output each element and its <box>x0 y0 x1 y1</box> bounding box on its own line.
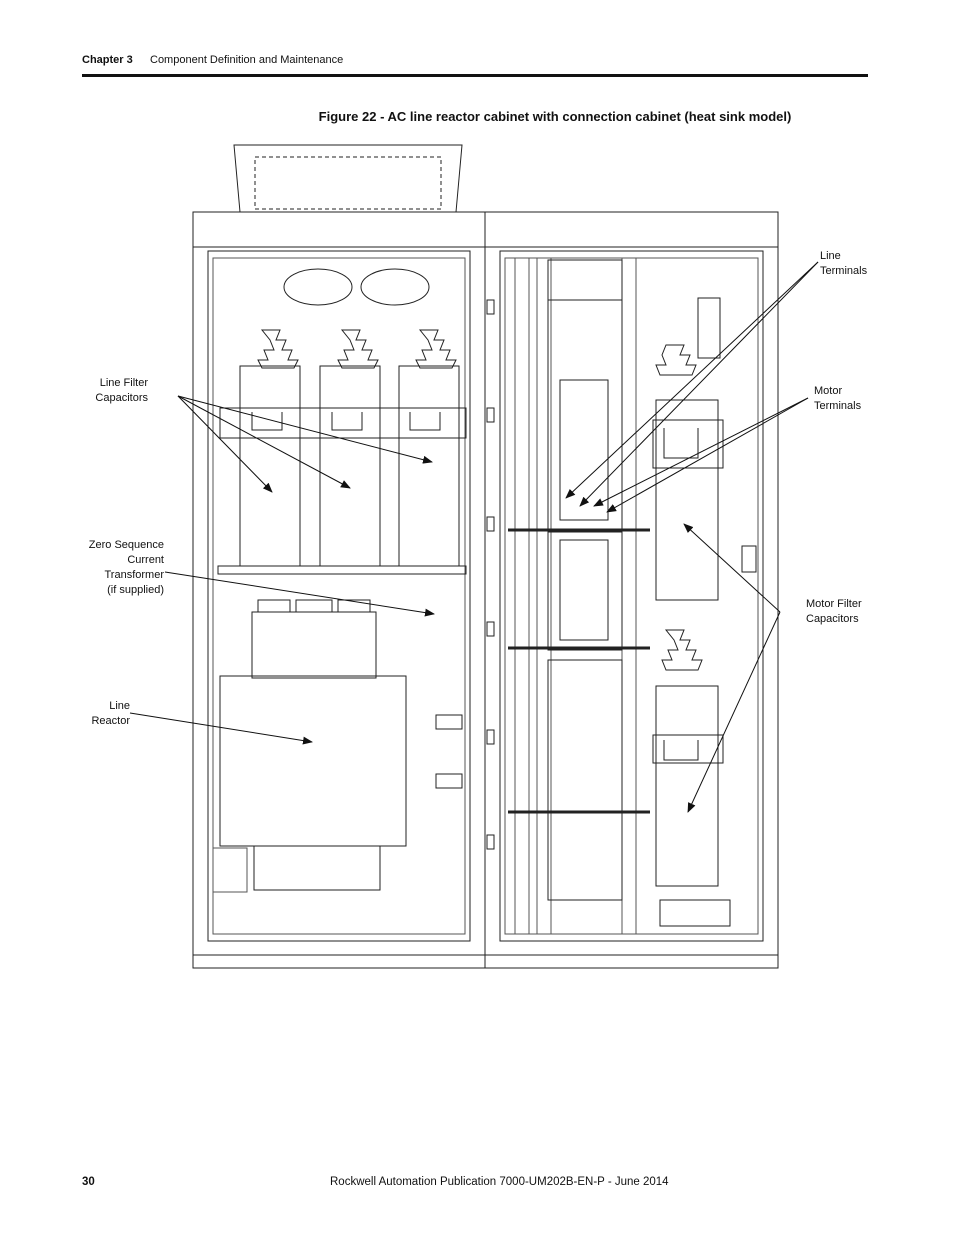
callout-motor-terminals: Motor Terminals <box>814 385 862 412</box>
right-cabinet <box>499 250 764 942</box>
callout-motor-filter-capacitors: Motor Filter Capacitors <box>806 598 862 625</box>
motor-capacitor-2 <box>655 685 719 887</box>
callout-line-filter-capacitors: Line Filter Capacitors <box>95 377 148 404</box>
leader-line-motor-terminals-2 <box>606 397 809 513</box>
leader-line-zero-seq <box>164 571 435 617</box>
zero-sequence-ct <box>251 611 377 679</box>
line-capacitor-3 <box>398 365 460 567</box>
leader-line-terminals-2 <box>579 261 819 507</box>
leader-line-filter-1 <box>177 395 273 493</box>
leader-line-motor-filter-2 <box>687 611 781 813</box>
leader-line-reactor <box>129 712 313 745</box>
line-capacitor-2 <box>319 365 381 567</box>
callout-line-terminals: Line Terminals <box>820 250 868 277</box>
callout-zero-sequence-ct: Zero Sequence Current Transformer (if su… <box>88 539 164 596</box>
page-header: Chapter 3 Component Definition and Maint… <box>82 54 343 66</box>
leader-line-motor-filter-1 <box>683 523 781 613</box>
leader-line-terminals-1 <box>565 261 819 499</box>
motor-capacitor-1 <box>655 399 719 601</box>
top-hood-inner <box>254 156 442 210</box>
leader-line-motor-terminals-1 <box>593 397 809 507</box>
callout-line-reactor: Line Reactor <box>91 700 130 727</box>
section-title: Component Definition and Maintenance <box>150 54 344 66</box>
figure-caption: Figure 22 - AC line reactor cabinet with… <box>318 109 792 124</box>
line-capacitor-1 <box>239 365 301 567</box>
leader-line-filter-2 <box>177 395 351 489</box>
top-hood <box>233 144 463 213</box>
left-cabinet <box>207 250 471 942</box>
publication-info: Rockwell Automation Publication 7000-UM2… <box>330 1176 669 1188</box>
line-reactor <box>219 675 407 847</box>
leader-line-filter-3 <box>177 395 433 464</box>
page-number: 30 <box>82 1176 95 1188</box>
chapter-label: Chapter 3 <box>82 54 133 66</box>
header-rule <box>82 74 868 77</box>
